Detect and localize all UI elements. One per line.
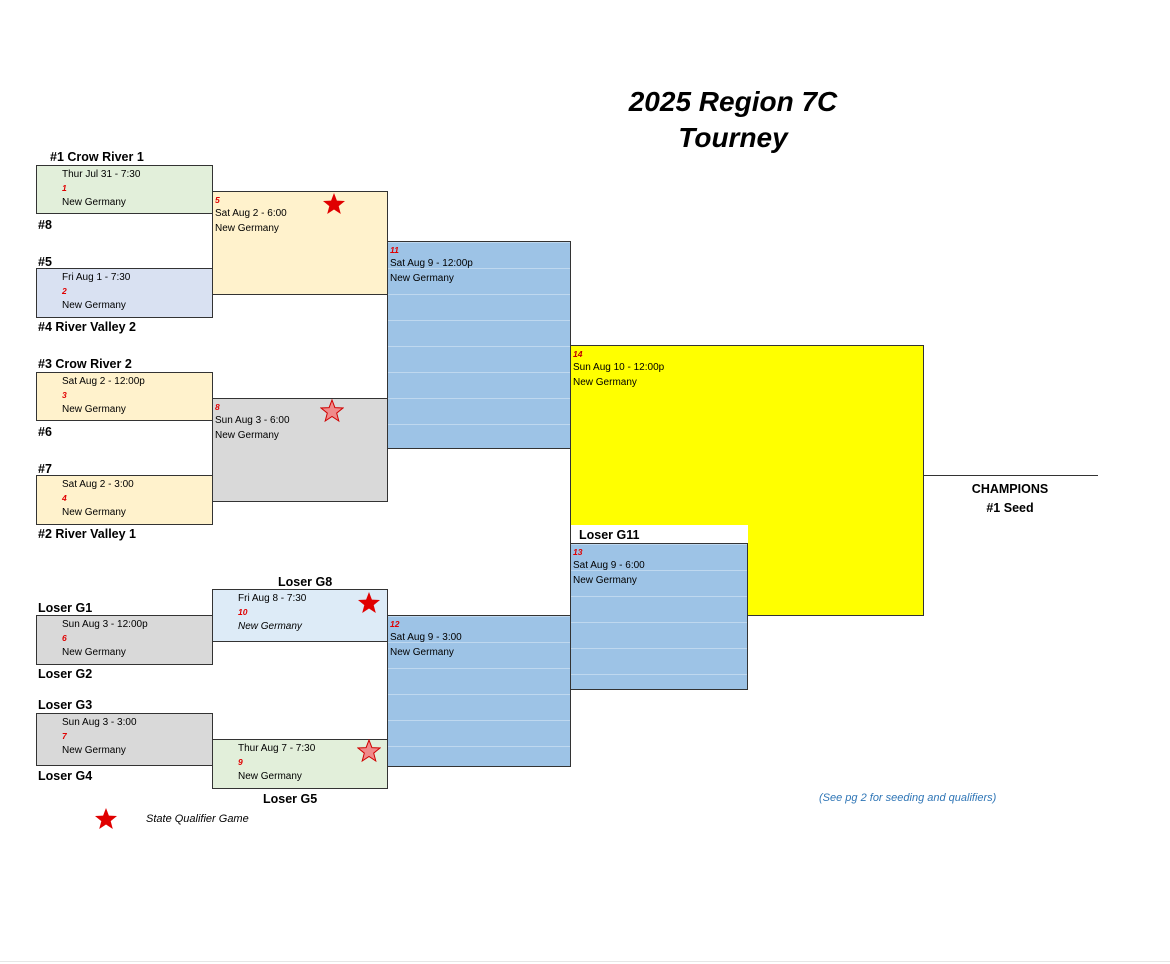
- game-3-location: New Germany: [62, 404, 126, 415]
- game-2-number: 2: [62, 286, 67, 296]
- game-3-box: Sat Aug 2 - 12:00p 3 New Germany: [36, 372, 213, 421]
- game-6-number: 6: [62, 633, 67, 643]
- footnote: (See pg 2 for seeding and qualifiers): [819, 792, 997, 804]
- game-8-number: 8: [215, 402, 220, 412]
- game-7-box: Sun Aug 3 - 3:00 7 New Germany: [36, 713, 213, 766]
- loser-g11-label: Loser G11: [579, 528, 640, 542]
- star-icon: [323, 193, 345, 214]
- game-2-box: Fri Aug 1 - 7:30 2 New Germany: [36, 268, 213, 318]
- game-13-number: 13: [573, 547, 583, 557]
- game-7-number: 7: [62, 731, 67, 741]
- game-10-location: New Germany: [238, 621, 302, 632]
- star-icon: [357, 739, 381, 763]
- star-icon: [320, 399, 344, 423]
- game-12-number: 12: [390, 619, 400, 629]
- game-4-location: New Germany: [62, 507, 126, 518]
- loser-g5-label: Loser G5: [263, 792, 318, 806]
- game-9-location: New Germany: [238, 771, 302, 782]
- loser-g8-label: Loser G8: [278, 575, 333, 589]
- game-4-box: Sat Aug 2 - 3:00 4 New Germany: [36, 475, 213, 525]
- team-seed-3: #3 Crow River 2: [38, 357, 132, 371]
- page-bottom-divider: [0, 961, 1170, 962]
- loser-g1-label: Loser G1: [38, 601, 93, 615]
- game-7-location: New Germany: [62, 745, 126, 756]
- title-line-1: 2025 Region 7C: [628, 86, 838, 117]
- game-1-location: New Germany: [62, 197, 126, 208]
- champions-line: [923, 475, 1098, 476]
- team-seed-8: #8: [38, 218, 52, 232]
- game-14-number: 14: [573, 349, 583, 359]
- game-4-number: 4: [62, 493, 67, 503]
- game-5-number: 5: [215, 195, 220, 205]
- game-8-location: New Germany: [215, 430, 279, 441]
- game-6-time: Sun Aug 3 - 12:00p: [62, 619, 148, 630]
- loser-g11-strip: Loser G11: [571, 525, 748, 544]
- game-2-time: Fri Aug 1 - 7:30: [62, 272, 131, 283]
- game-13-time: Sat Aug 9 - 6:00: [573, 560, 645, 571]
- loser-g2-label: Loser G2: [38, 667, 93, 681]
- game-4-time: Sat Aug 2 - 3:00: [62, 479, 134, 490]
- game-8-time: Sun Aug 3 - 6:00: [215, 415, 290, 426]
- game-6-box: Sun Aug 3 - 12:00p 6 New Germany: [36, 615, 213, 665]
- game-12-box: 12 Sat Aug 9 - 3:00 New Germany: [387, 615, 571, 767]
- team-seed-4: #4 River Valley 2: [38, 320, 136, 334]
- loser-g3-label: Loser G3: [38, 698, 93, 712]
- game-1-time: Thur Jul 31 - 7:30: [62, 169, 141, 180]
- legend-star-icon: [95, 808, 117, 829]
- game-5-box: 5 Sat Aug 2 - 6:00 New Germany: [212, 191, 388, 295]
- game-13-location: New Germany: [573, 575, 637, 586]
- game-14-location: New Germany: [573, 377, 637, 388]
- team-seed-5: #5: [38, 255, 52, 269]
- game-6-location: New Germany: [62, 647, 126, 658]
- game-9-time: Thur Aug 7 - 7:30: [238, 743, 316, 754]
- game-3-time: Sat Aug 2 - 12:00p: [62, 376, 145, 387]
- team-seed-6: #6: [38, 425, 52, 439]
- page-title: 2025 Region 7C Tourney: [560, 84, 906, 156]
- game-11-location: New Germany: [390, 273, 454, 284]
- game-10-time: Fri Aug 8 - 7:30: [238, 593, 307, 604]
- game-2-location: New Germany: [62, 300, 126, 311]
- game-11-box: 11 Sat Aug 9 - 12:00p New Germany: [387, 241, 571, 449]
- game-1-box: Thur Jul 31 - 7:30 1 New Germany: [36, 165, 213, 214]
- game-12-location: New Germany: [390, 647, 454, 658]
- game-11-number: 11: [390, 245, 399, 255]
- game-5-location: New Germany: [215, 223, 279, 234]
- legend-label: State Qualifier Game: [146, 813, 249, 825]
- game-10-box: Fri Aug 8 - 7:30 10 New Germany: [212, 589, 388, 642]
- champions-title: CHAMPIONS: [971, 482, 1049, 496]
- game-9-box: Thur Aug 7 - 7:30 9 New Germany: [212, 739, 388, 789]
- team-seed-2: #2 River Valley 1: [38, 527, 136, 541]
- champions-label: CHAMPIONS #1 Seed: [940, 480, 1080, 518]
- game-8-box: 8 Sun Aug 3 - 6:00 New Germany: [212, 398, 388, 502]
- title-line-2: Tourney: [678, 122, 788, 153]
- game-10-number: 10: [238, 607, 248, 617]
- team-seed-7: #7: [38, 462, 52, 476]
- game-7-time: Sun Aug 3 - 3:00: [62, 717, 137, 728]
- game-13-box: 13 Sat Aug 9 - 6:00 New Germany: [570, 543, 748, 690]
- game-5-time: Sat Aug 2 - 6:00: [215, 208, 287, 219]
- team-seed-1: #1 Crow River 1: [50, 150, 144, 164]
- game-1-number: 1: [62, 183, 67, 193]
- game-14-time: Sun Aug 10 - 12:00p: [573, 362, 665, 373]
- champions-seed: #1 Seed: [986, 501, 1034, 515]
- game-9-number: 9: [238, 757, 243, 767]
- game-3-number: 3: [62, 390, 67, 400]
- game-11-time: Sat Aug 9 - 12:00p: [390, 258, 473, 269]
- game-12-time: Sat Aug 9 - 3:00: [390, 632, 462, 643]
- loser-g4-label: Loser G4: [38, 769, 93, 783]
- star-icon: [358, 592, 380, 613]
